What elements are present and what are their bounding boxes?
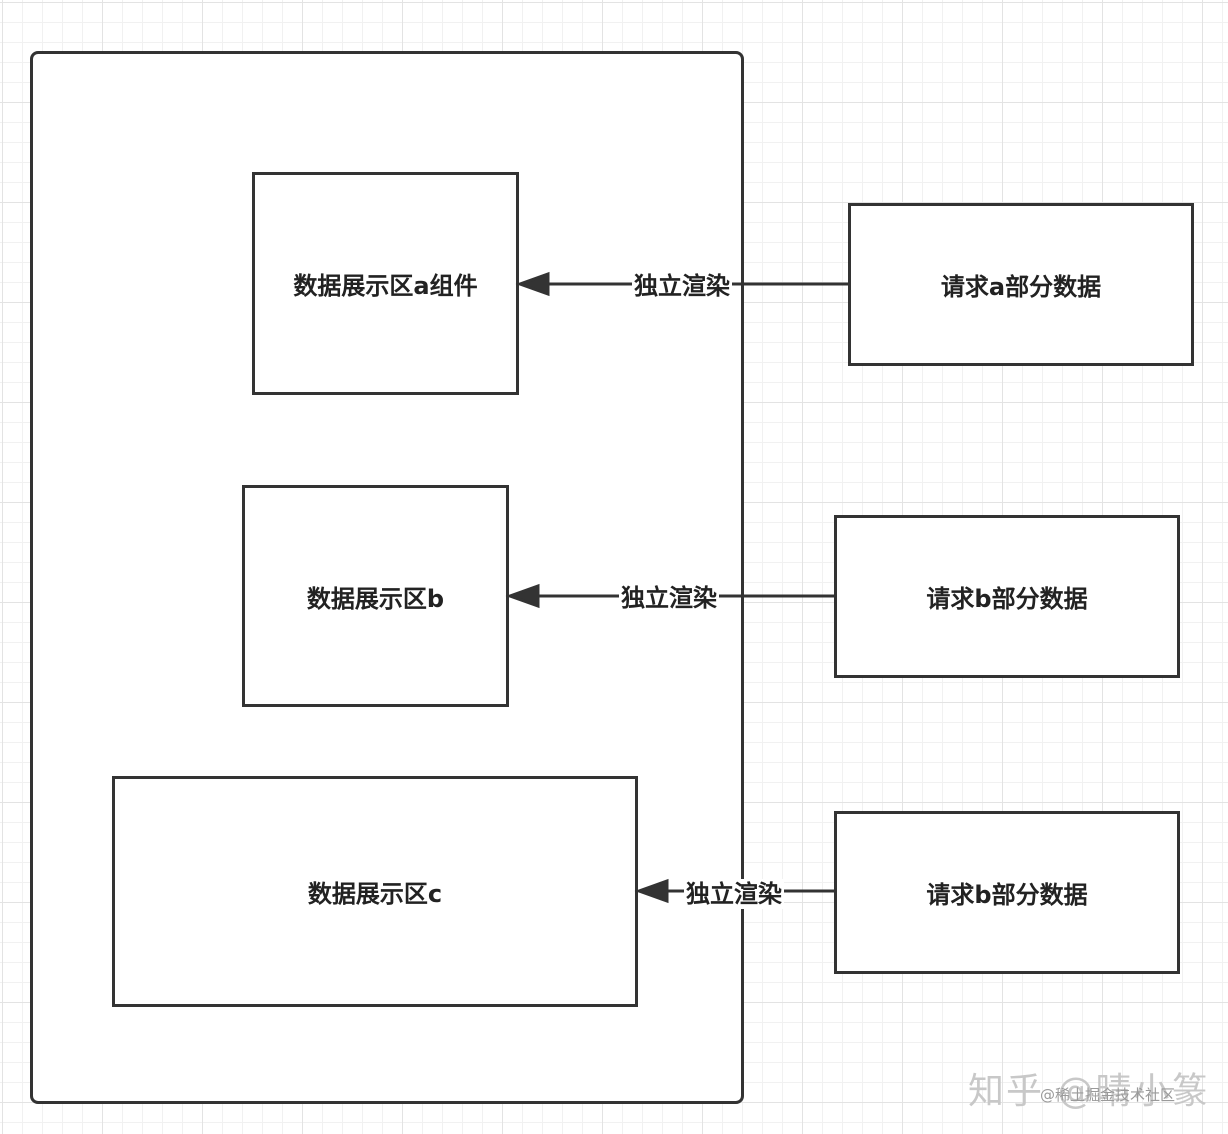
request-box-a: 请求a部分数据 — [848, 203, 1194, 366]
edge-label-a: 独立渲染 — [632, 271, 732, 301]
watermark-juejin: @稀土掘金技术社区 — [1040, 1086, 1176, 1104]
display-area-a: 数据展示区a组件 — [252, 172, 519, 395]
request-box-c: 请求b部分数据 — [834, 811, 1180, 974]
request-box-b: 请求b部分数据 — [834, 515, 1180, 678]
edge-label-b: 独立渲染 — [619, 583, 719, 613]
display-area-c: 数据展示区c — [112, 776, 638, 1007]
watermark-zhihu: 知乎 @晴小篆 — [968, 1071, 1210, 1112]
edge-label-c: 独立渲染 — [684, 879, 784, 909]
display-area-b: 数据展示区b — [242, 485, 509, 707]
